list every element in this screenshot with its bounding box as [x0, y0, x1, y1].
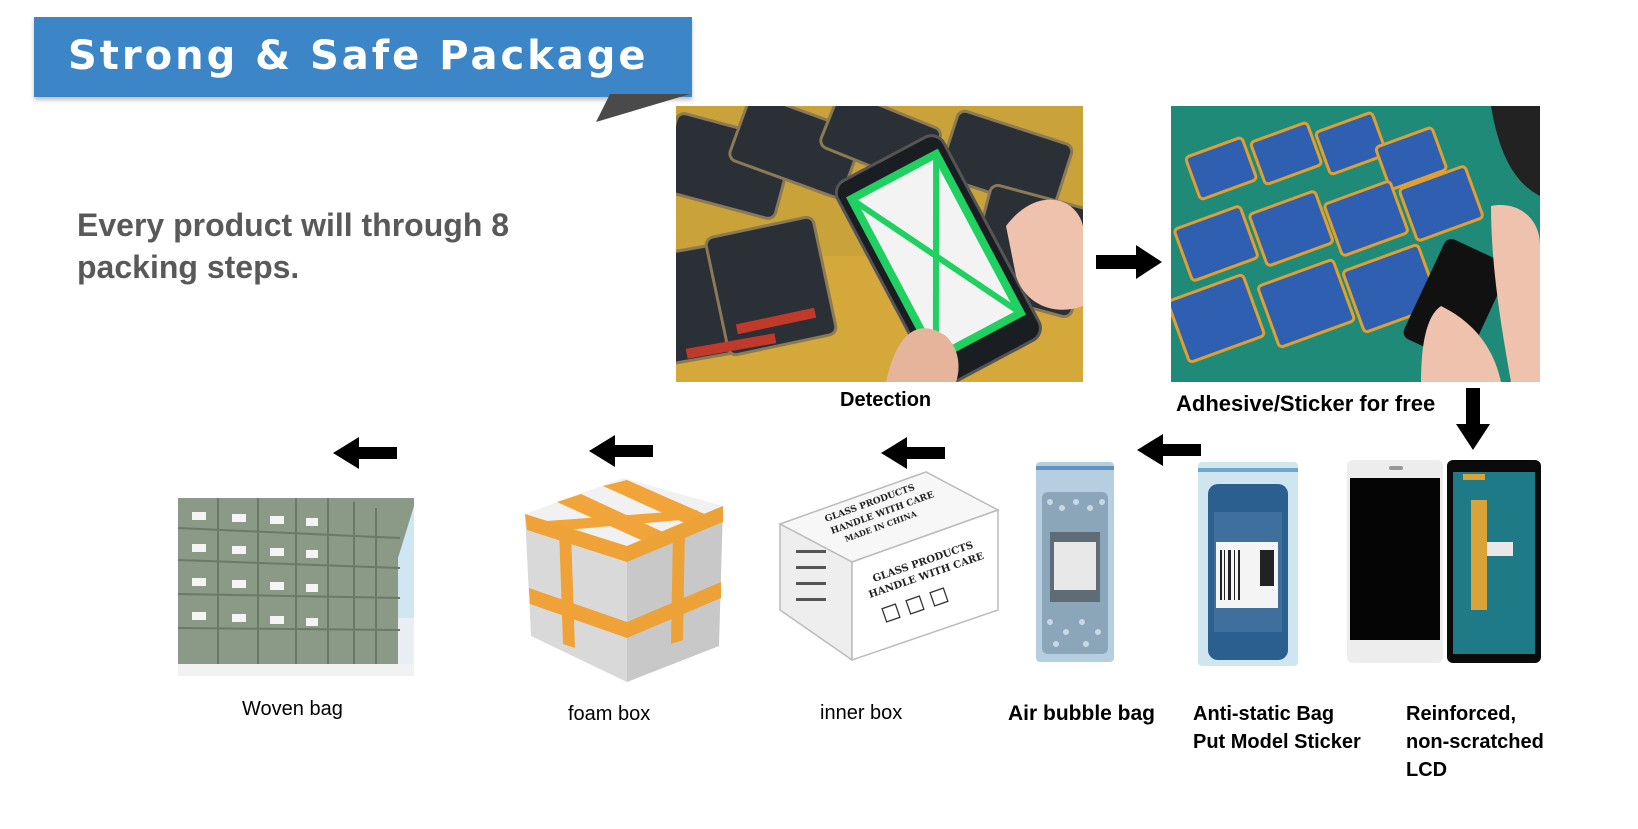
foam-box-photo — [523, 476, 723, 682]
lcd-photo — [1347, 460, 1541, 663]
foam-box-caption: foam box — [568, 703, 651, 725]
lcd-caption-line-2: non-scratched — [1406, 731, 1544, 753]
arrow-down-icon — [1456, 388, 1490, 450]
lcd-caption-line-3: LCD — [1406, 759, 1448, 781]
banner-tail-decoration — [596, 94, 690, 122]
arrow-left-icon — [589, 435, 653, 467]
antistatic-caption-line-1: Anti-static Bag — [1193, 703, 1335, 725]
arrow-left-icon — [881, 437, 945, 469]
page-title: Strong & Safe Package — [68, 33, 649, 79]
inner-box-caption: inner box — [820, 702, 903, 724]
adhesive-photo — [1171, 106, 1540, 382]
arrow-right-icon — [1096, 245, 1162, 279]
antistatic-caption-line-2: Put Model Sticker — [1193, 731, 1361, 753]
lcd-caption: Reinforced, non-scratched LCD — [1406, 700, 1544, 784]
adhesive-caption: Adhesive/Sticker for free — [1176, 391, 1436, 416]
arrow-left-icon — [333, 437, 397, 469]
detection-photo — [676, 106, 1083, 382]
lcd-caption-line-1: Reinforced, — [1406, 703, 1517, 725]
woven-bag-caption: Woven bag — [242, 698, 343, 720]
intro-text: Every product will through 8 packing ste… — [77, 207, 510, 285]
title-banner: Strong & Safe Package — [34, 17, 692, 97]
woven-bag-photo — [178, 498, 414, 676]
air-bubble-caption: Air bubble bag — [1008, 702, 1155, 725]
antistatic-caption: Anti-static Bag Put Model Sticker — [1193, 700, 1361, 756]
inner-box-photo: GLASS PRODUCTS HANDLE WITH CARE MADE IN … — [776, 470, 1002, 666]
air-bubble-bag-photo — [1036, 462, 1114, 662]
detection-caption: Detection — [840, 389, 932, 411]
antistatic-bag-photo — [1198, 462, 1298, 666]
arrow-left-icon — [1137, 434, 1201, 466]
